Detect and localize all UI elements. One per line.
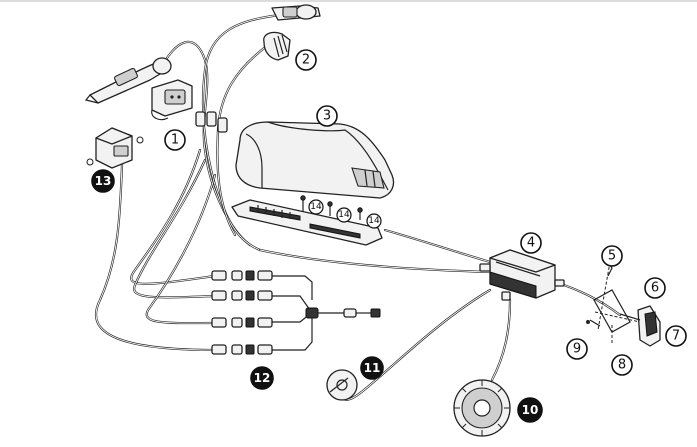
svg-text:3: 3 xyxy=(323,109,331,124)
connector-row-2 xyxy=(211,290,311,311)
callouts: 1 2 3 4 5 6 7 8 9 10 11 12 13 14 14 14 xyxy=(91,49,687,423)
svg-text:8: 8 xyxy=(618,358,626,373)
svg-text:5: 5 xyxy=(608,249,616,264)
handlebar-display-1 xyxy=(151,79,193,121)
battery-3 xyxy=(235,121,395,199)
speed-sensor-11 xyxy=(326,369,358,401)
inline-connectors xyxy=(195,111,228,133)
connector-bank xyxy=(211,270,381,355)
svg-text:7: 7 xyxy=(672,329,680,344)
callout-7: 7 xyxy=(665,325,687,347)
callout-13: 13 xyxy=(91,169,115,193)
callout-10: 10 xyxy=(517,397,543,423)
harness-branch-end xyxy=(370,308,381,318)
connector-row-1 xyxy=(211,270,313,300)
connector-row-3 xyxy=(211,313,311,328)
svg-text:6: 6 xyxy=(651,281,659,296)
svg-text:14: 14 xyxy=(310,202,322,212)
svg-text:4: 4 xyxy=(527,236,535,251)
light-assembly xyxy=(586,261,661,347)
controller-4 xyxy=(479,249,565,301)
callout-6: 6 xyxy=(644,277,666,299)
svg-text:12: 12 xyxy=(254,371,271,385)
callout-9: 9 xyxy=(566,338,588,360)
cable-harness-controller xyxy=(258,248,492,274)
harness-hub xyxy=(305,307,319,319)
callout-8: 8 xyxy=(611,354,633,376)
svg-text:14: 14 xyxy=(338,210,350,220)
svg-text:2: 2 xyxy=(302,53,310,68)
callout-14c: 14 xyxy=(366,213,382,229)
callout-5: 5 xyxy=(601,245,623,267)
svg-text:10: 10 xyxy=(522,403,539,417)
harness-branch-plug xyxy=(343,308,357,318)
cables xyxy=(95,13,622,401)
callout-1: 1 xyxy=(164,129,186,151)
svg-text:11: 11 xyxy=(364,361,381,375)
callout-14b: 14 xyxy=(336,207,352,223)
svg-text:14: 14 xyxy=(368,216,380,226)
cable-sensor xyxy=(338,288,492,401)
throttle-2 xyxy=(263,31,291,61)
svg-text:9: 9 xyxy=(573,342,581,357)
svg-text:1: 1 xyxy=(171,133,179,148)
svg-text:13: 13 xyxy=(95,174,112,188)
callout-14a: 14 xyxy=(308,199,324,215)
callout-4: 4 xyxy=(520,232,542,254)
callout-3: 3 xyxy=(316,105,338,127)
connector-row-4 xyxy=(211,318,313,355)
callout-2: 2 xyxy=(295,49,317,71)
cable-motor xyxy=(490,298,512,382)
hub-motor-10 xyxy=(453,379,511,437)
callout-11: 11 xyxy=(360,356,384,380)
left-brake-lever xyxy=(84,57,172,104)
cable-light xyxy=(553,280,622,317)
lcd-display-13 xyxy=(86,127,144,169)
battery-rail xyxy=(231,199,383,246)
callout-12: 12 xyxy=(250,366,274,390)
screws-14 xyxy=(300,195,363,220)
right-brake-lever xyxy=(271,4,321,21)
